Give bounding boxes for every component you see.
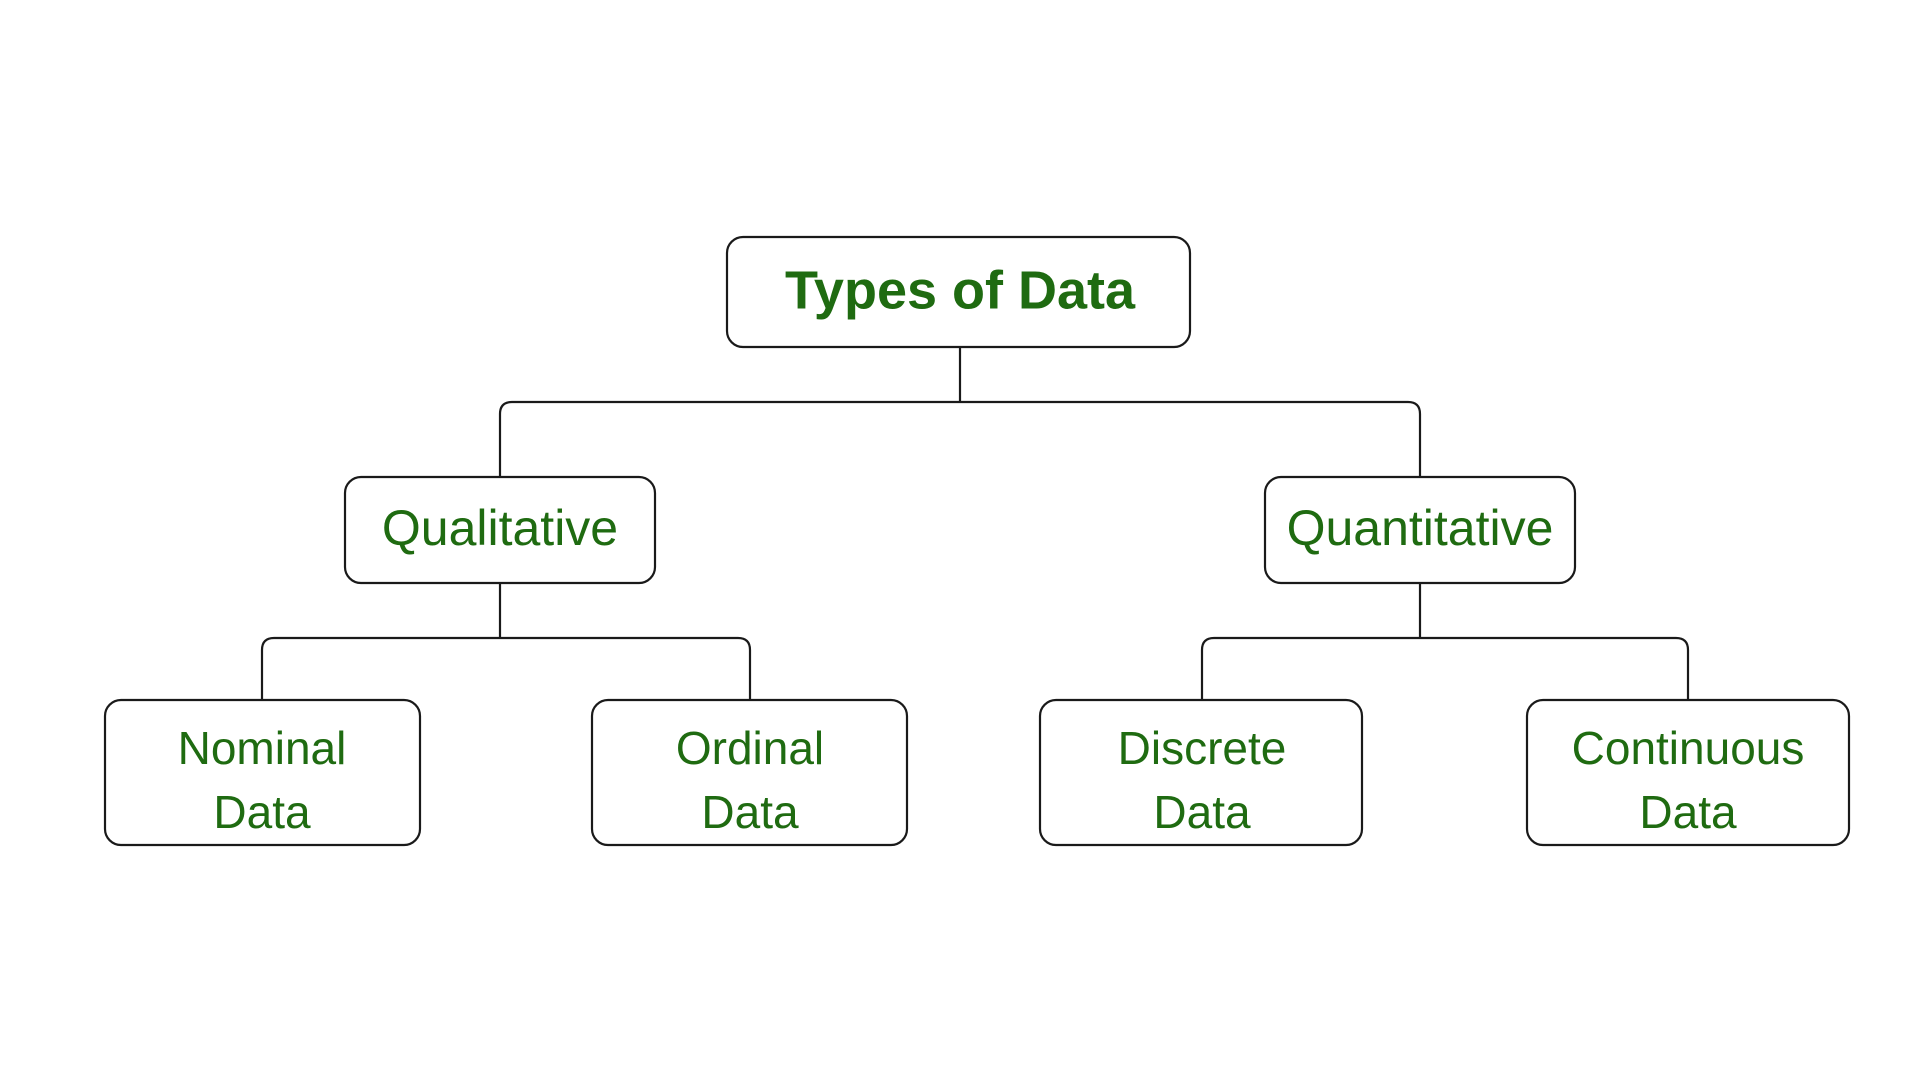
connector-root-to-qualitative [498,400,960,477]
node-ordinal-data-label-line1: Ordinal [676,722,824,774]
connector-qualitative-to-nominal [260,636,500,700]
connector-quantitative-to-continuous [1420,636,1690,700]
node-discrete-data[interactable]: Discrete Data [1038,698,1364,847]
node-qualitative-box[interactable] [343,475,657,585]
node-discrete-data-label-line1: Discrete [1118,722,1287,774]
node-nominal-data-box[interactable] [103,698,422,847]
node-nominal-data-label-line2: Data [213,786,311,838]
connector-group-root [498,347,1422,477]
node-continuous-data[interactable]: Continuous Data [1525,698,1851,847]
node-quantitative[interactable]: Quantitative [1263,475,1577,585]
connector-root-to-quantitative [960,400,1422,477]
connector-group-qualitative [260,583,752,700]
node-continuous-data-box[interactable] [1525,698,1851,847]
node-root[interactable]: Types of Data [725,235,1192,349]
connector-quantitative-to-discrete [1200,636,1420,700]
connector-qualitative-to-ordinal [500,636,752,700]
node-discrete-data-label-line2: Data [1153,786,1251,838]
node-continuous-data-label-line2: Data [1639,786,1737,838]
node-ordinal-data-label-line2: Data [701,786,799,838]
node-qualitative-label: Qualitative [382,500,618,556]
node-discrete-data-box[interactable] [1038,698,1364,847]
node-root-box[interactable] [725,235,1192,349]
node-quantitative-label: Quantitative [1287,500,1554,556]
connector-group-quantitative [1200,583,1690,700]
node-ordinal-data-box[interactable] [590,698,909,847]
node-nominal-data[interactable]: Nominal Data [103,698,422,847]
node-continuous-data-label-line1: Continuous [1572,722,1805,774]
node-root-label: Types of Data [785,260,1136,320]
node-ordinal-data[interactable]: Ordinal Data [590,698,909,847]
node-qualitative[interactable]: Qualitative [343,475,657,585]
node-quantitative-box[interactable] [1263,475,1577,585]
node-nominal-data-label-line1: Nominal [178,722,347,774]
